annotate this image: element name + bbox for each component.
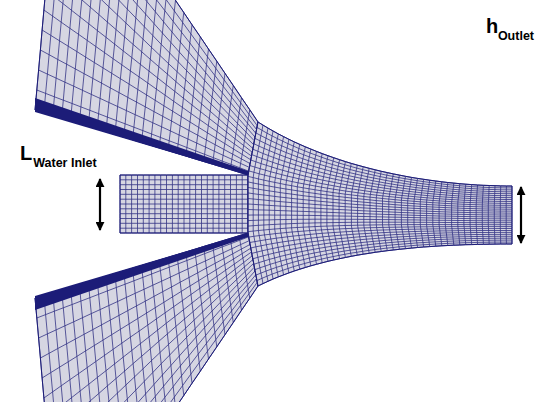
water-inlet-gridline	[120, 218, 248, 219]
water-inlet-gridline	[120, 213, 248, 214]
lower-arm-gridline	[60, 286, 258, 402]
upper-arm-gridline	[35, 0, 60, 110]
mixing-zone-gridline	[248, 210, 512, 217]
water-inlet-gridline	[120, 208, 248, 209]
dimension-symbol: h	[486, 16, 498, 36]
lower-arm-gridline	[53, 293, 77, 402]
upper-arm-gridline	[58, 0, 257, 126]
upper-arm-gridline	[97, 0, 118, 129]
mixing-zone-gridline	[255, 138, 512, 192]
water-inlet-fill	[120, 175, 248, 233]
upper-arm-gridline	[44, 10, 252, 156]
boundary-layer-wedge	[35, 233, 248, 310]
mixing-zone-gridline	[252, 155, 512, 198]
water-inlet-gridline	[120, 223, 248, 224]
mixing-zone-gridline	[248, 204, 512, 215]
mixing-zone-gridline	[253, 234, 512, 258]
upper-arm-fill	[35, 0, 258, 175]
lower-arm-gridline	[71, 287, 94, 402]
lower-arm-gridline	[44, 295, 68, 402]
mixing-zone-gridline	[256, 240, 512, 275]
water-inlet-gridline	[120, 233, 248, 234]
dimension-symbol: L	[20, 143, 32, 163]
water-inlet-gridline	[120, 175, 248, 176]
dimension-subscript: Water Inlet	[33, 157, 96, 170]
mixing-zone-gridline	[250, 166, 512, 202]
water-inlet-gridline	[120, 179, 248, 180]
mixing-zone-gridline	[257, 242, 512, 281]
upper-arm-gridline	[40, 50, 250, 164]
water-inlet-gridline	[120, 204, 248, 205]
mixing-zone-gridline	[248, 222, 512, 226]
lower-arm-gridline	[106, 276, 126, 402]
lower-arm-gridline	[115, 274, 134, 402]
mixing-zone-gridline	[258, 122, 512, 186]
mixing-zone-gridline	[255, 238, 512, 270]
lower-arm-gridline	[150, 263, 167, 402]
upper-arm-gridline	[46, 0, 253, 152]
mixing-zone-gridline	[256, 133, 512, 190]
lower-arm-gridline	[133, 268, 151, 402]
lower-arm-gridline	[97, 279, 118, 402]
water-inlet-gridline	[120, 189, 248, 190]
lower-arm-gridline	[46, 256, 253, 402]
upper-arm-gridline	[44, 0, 68, 113]
mixing-zone-fill	[248, 122, 512, 286]
water-inlet-gridline	[120, 194, 248, 195]
lower-arm-gridline	[40, 244, 250, 358]
upper-arm-gridline	[48, 0, 254, 149]
mixing-zone-gridline	[248, 219, 512, 221]
water-inlet-gridline	[120, 199, 248, 200]
lower-arm-gridline	[56, 278, 256, 402]
upper-arm-gridline	[55, 0, 256, 133]
lower-arm-gridline	[44, 252, 252, 398]
lower-arm-gridline	[37, 237, 249, 318]
lower-arm-gridline	[48, 260, 254, 402]
lower-arm-fill	[35, 233, 258, 402]
outlet-height-arrow	[520, 187, 522, 243]
inlet-width-arrow	[99, 179, 101, 230]
mixing-zone-gridline	[257, 127, 512, 187]
water-inlet-gridline	[120, 228, 248, 229]
water-inlet-gridline	[120, 184, 248, 185]
mixing-zone-gridline	[258, 244, 512, 286]
upper-arm-gridline	[150, 0, 167, 145]
mixing-zone-gridline	[248, 215, 512, 219]
upper-arm-gridline	[60, 0, 258, 122]
upper-arm-gridline	[142, 0, 160, 143]
dimension-subscript: Outlet	[498, 30, 534, 43]
upper-arm-gridline	[133, 0, 151, 140]
